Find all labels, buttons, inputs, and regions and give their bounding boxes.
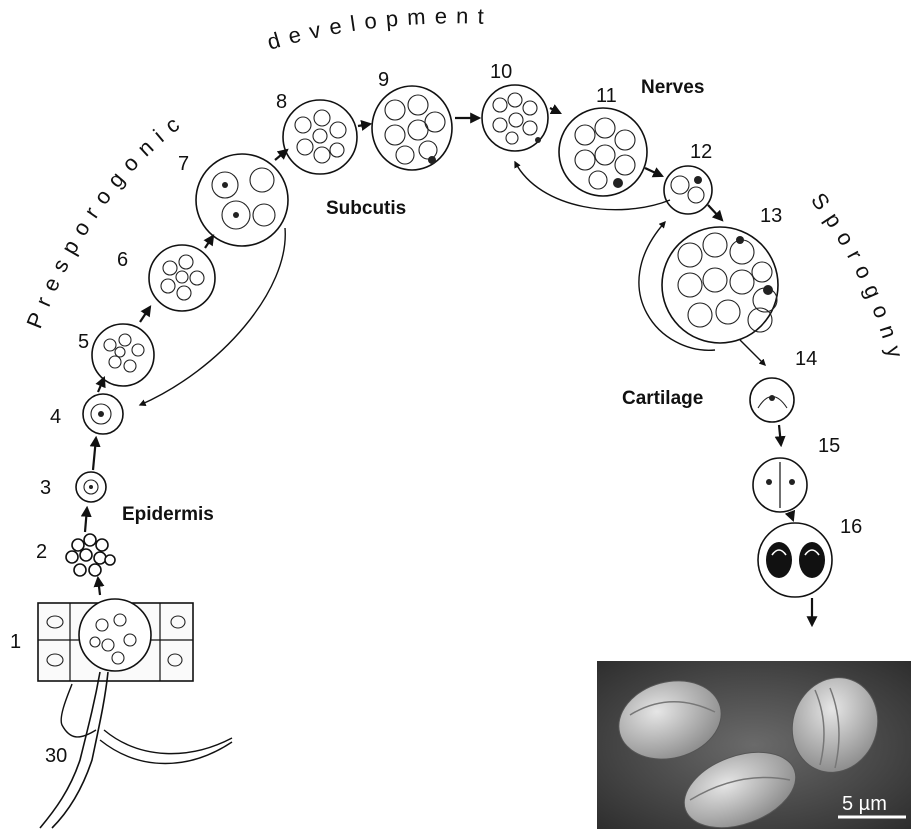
- stage-label-10: 10: [490, 61, 512, 83]
- stage-label-11: 11: [596, 85, 617, 107]
- tissue-label-nerves: Nerves: [641, 77, 704, 98]
- stage-label-12: 12: [690, 141, 712, 163]
- stage-label-4: 4: [50, 406, 61, 428]
- stage-30-triactinomyxon: [40, 672, 232, 828]
- stage-3-cell: [76, 472, 106, 502]
- stage-10-cell: [482, 85, 548, 151]
- stage-1-epidermis-block: [38, 599, 193, 681]
- tissue-label-epidermis: Epidermis: [122, 504, 214, 525]
- stage-label-9: 9: [378, 69, 389, 91]
- stage-15-cell: [753, 458, 807, 512]
- stage-label-16: 16: [840, 516, 862, 538]
- stage-11-cell: [559, 108, 647, 196]
- stage-6-cell: [149, 245, 215, 311]
- stage-16-cell: [758, 523, 832, 597]
- stage-7-cell: [196, 154, 288, 246]
- arc-label-development: development: [264, 3, 493, 54]
- arc-label-sporogony: Sporogony: [806, 188, 910, 369]
- stage-14-cell: [750, 378, 794, 422]
- stage-label-5: 5: [78, 331, 89, 353]
- stage-5-cell: [92, 324, 154, 386]
- stage-9-cell: [372, 86, 452, 170]
- stage-label-6: 6: [117, 249, 128, 271]
- stage-8-cell: [283, 100, 357, 174]
- stage-label-2: 2: [36, 541, 47, 563]
- scale-bar-label: 5 µm: [842, 793, 887, 815]
- stage-label-30: 30: [45, 745, 67, 767]
- tissue-label-cartilage: Cartilage: [622, 388, 703, 409]
- stage-4-cell: [83, 394, 123, 434]
- stage-label-8: 8: [276, 91, 287, 113]
- sem-micrograph-inset: 5 µm: [597, 661, 911, 829]
- stage-label-3: 3: [40, 477, 51, 499]
- stage-12-cell: [664, 166, 712, 214]
- stage-label-15: 15: [818, 435, 840, 457]
- stage-label-14: 14: [795, 348, 817, 370]
- stage-label-7: 7: [178, 153, 189, 175]
- stage-2-sporoplasms: [66, 534, 115, 576]
- stage-label-1: 1: [10, 631, 21, 653]
- tissue-label-subcutis: Subcutis: [326, 198, 406, 219]
- stage-label-13: 13: [760, 205, 782, 227]
- stage-13-cell: [662, 227, 778, 343]
